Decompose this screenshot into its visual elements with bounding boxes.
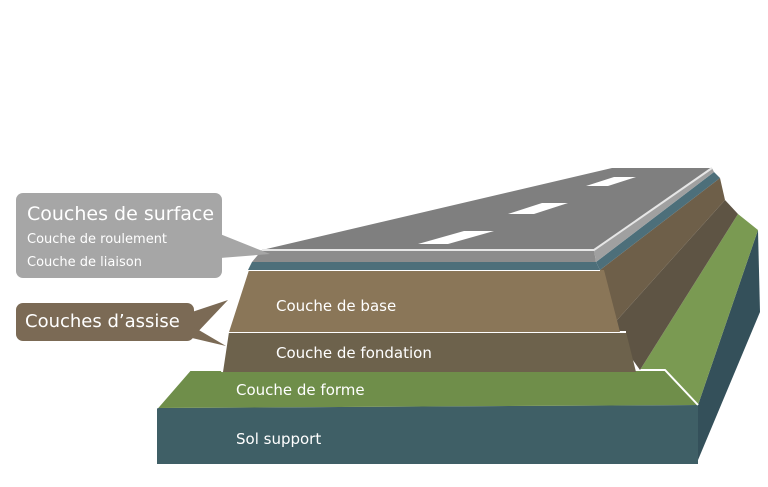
sol-support-right-face: [698, 230, 760, 460]
layer-label-sol: Sol support: [236, 430, 321, 448]
couche-fondation-front: [222, 332, 636, 372]
couche-liaison-front: [248, 262, 600, 270]
callout-couches-assise: Couches d’assise: [16, 303, 194, 341]
road-surface-edge: [262, 167, 713, 251]
surface-callout-pointer: [220, 234, 270, 258]
layer-label-fondation: Couche de fondation: [276, 344, 432, 362]
couche-forme-slope: [640, 214, 758, 405]
lane-marking-1: [418, 231, 494, 244]
road-surface-top: [262, 168, 712, 250]
lane-marking-3: [586, 177, 636, 186]
callout-surface-item-roulement: Couche de roulement: [27, 232, 168, 247]
callout-couches-surface: Couches de surface Couche de roulement C…: [16, 193, 222, 278]
callout-assise-title: Couches d’assise: [25, 311, 180, 332]
callout-surface-title: Couches de surface: [27, 203, 215, 225]
sol-support-front: [157, 405, 698, 464]
couche-base-side: [600, 178, 725, 328]
couche-base-front: [228, 270, 620, 332]
couche-forme-front: [157, 370, 698, 408]
assise-callout-pointer: [192, 300, 228, 338]
couche-fondation-side: [610, 200, 738, 370]
callout-surface-item-liaison: Couche de liaison: [27, 255, 142, 270]
couche-liaison-side: [596, 172, 720, 270]
couche-roulement-front: [252, 250, 596, 262]
layer-label-base: Couche de base: [276, 297, 396, 315]
lane-marking-2: [508, 203, 568, 214]
assise-callout-pointer-lower: [192, 326, 226, 346]
couche-roulement-side: [594, 168, 714, 262]
layer-label-forme: Couche de forme: [236, 381, 365, 399]
